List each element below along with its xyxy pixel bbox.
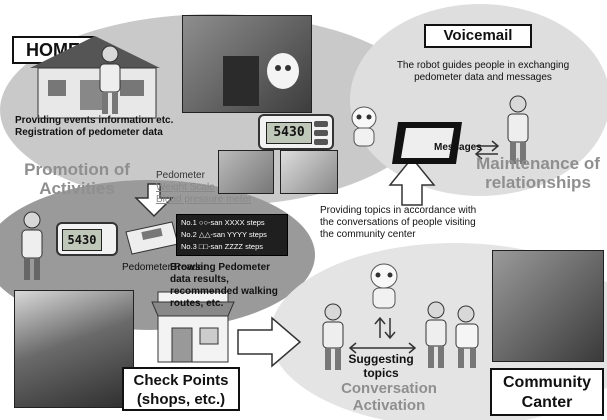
pedometer-display: 5430: [266, 122, 312, 144]
voicemail-robot-icon: [351, 106, 377, 147]
right-arrow: [237, 316, 302, 368]
device-labels: Pedometer Weight Scale Blood pressure me…: [156, 170, 252, 205]
blood-pressure-photo: [280, 150, 338, 194]
pedometer-button: [314, 130, 328, 136]
conversation-person-left-icon: [322, 303, 344, 370]
reader-pedometer-device: 5430: [56, 222, 118, 256]
conversation-people-right-icon: [425, 301, 479, 368]
pedometer-reader-icon: [125, 221, 179, 255]
browsing-text: Browsing Pedometer data results, recomme…: [170, 262, 278, 309]
down-arrow: [134, 183, 174, 218]
house-illustration: [30, 36, 160, 119]
home-description: Providing events information etc. Regist…: [15, 115, 174, 138]
pedometer-button: [314, 121, 328, 127]
vertical-exchange-arrow: [374, 316, 396, 340]
elderly-person-icon: [99, 45, 121, 114]
suggesting-topics-label: Suggesting topics: [348, 352, 414, 380]
home-pedometer-device: 5430: [258, 114, 334, 150]
community-center-photo: [492, 250, 604, 362]
voicemail-person-icon: [507, 95, 529, 164]
pedometer-display: 5430: [62, 229, 102, 251]
exchange-arrow: [474, 140, 500, 160]
robot-icon: [223, 53, 299, 106]
tablet-icon: [392, 122, 462, 164]
reader-person-icon: [21, 211, 43, 280]
checkpoints-label: Check Points (shops, etc.): [122, 367, 240, 411]
home-robot-photo: [182, 15, 312, 113]
pedometer-reader-label: Pedometer Reader: [122, 262, 207, 273]
conversation-activation-label: Conversation Activation: [341, 380, 437, 414]
checkpoint-photo: [14, 290, 134, 408]
maintenance-label: Maintenance of relationships: [476, 154, 600, 192]
shop-icon: [151, 291, 235, 363]
voicemail-description: The robot guides people in exchanging pe…: [396, 60, 570, 83]
voicemail-label: Voicemail: [424, 24, 532, 48]
pedometer-button: [314, 139, 328, 145]
weight-scale-photo: [218, 150, 274, 194]
community-topics-text: Providing topics in accordance with the …: [320, 205, 477, 240]
horizontal-exchange-arrow: [348, 342, 417, 354]
up-arrow: [388, 156, 436, 206]
ranking-board: No.1 ○○-san XXXX steps No.2 △△-san YYYY …: [176, 214, 288, 256]
messages-label: Messages: [434, 142, 482, 153]
promotion-label: Promotion of Activities: [24, 160, 130, 198]
ranking-list: No.1 ○○-san XXXX steps No.2 △△-san YYYY …: [181, 218, 267, 251]
conversation-robot-icon: [370, 263, 398, 309]
community-center-label: Community Canter: [490, 368, 604, 416]
